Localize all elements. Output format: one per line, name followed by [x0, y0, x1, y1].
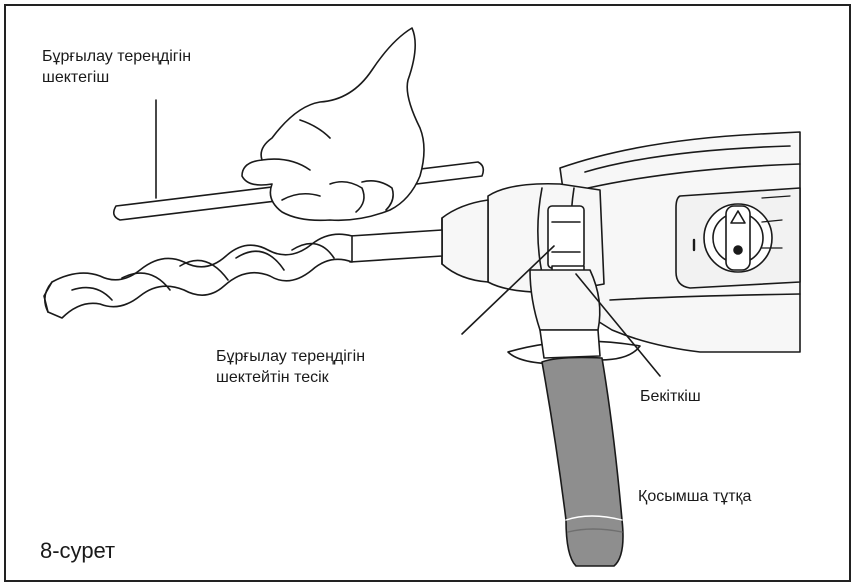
- latch-label: Бекіткіш: [640, 386, 701, 407]
- handle-clamp: [530, 270, 600, 330]
- drill-bit: [45, 234, 352, 318]
- latch: [548, 206, 584, 268]
- depth-hole-label-line2: шектейтін тесік: [216, 367, 365, 388]
- bit-shank: [350, 230, 442, 262]
- mode-selector-knob: [704, 204, 772, 272]
- aux-handle-neck: [540, 330, 600, 358]
- depth-limiter-label-line2: шектегіш: [42, 67, 191, 88]
- depth-limiter-label: Бұрғылау тереңдігін шектегіш: [42, 46, 191, 88]
- aux-handle-grip: [542, 358, 623, 567]
- chuck-nose: [442, 200, 488, 282]
- depth-limiter-label-line1: Бұрғылау тереңдігін: [42, 46, 191, 67]
- depth-hole-label: Бұрғылау тереңдігін шектейтін тесік: [216, 346, 365, 388]
- aux-handle-label: Қосымша тұтқа: [638, 486, 751, 507]
- depth-hole-label-line1: Бұрғылау тереңдігін: [216, 346, 365, 367]
- figure-caption: 8-сурет: [40, 538, 115, 564]
